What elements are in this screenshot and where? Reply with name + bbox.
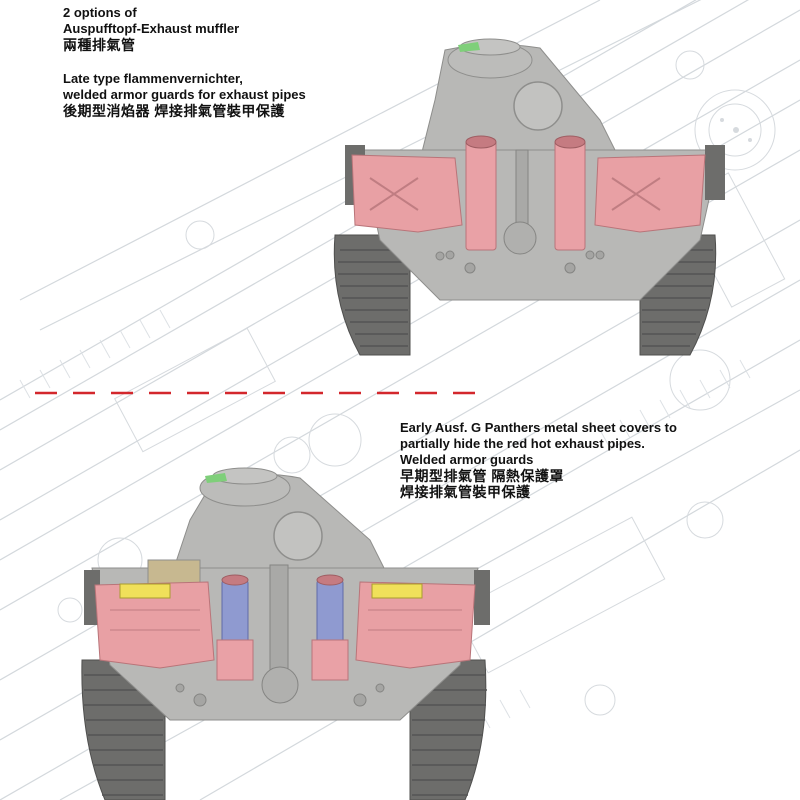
caption-line: 2 options of — [63, 5, 137, 20]
right-armor-guard — [594, 154, 706, 233]
caption-line: 早期型排氣管 隔熱保護罩 — [400, 468, 564, 484]
caption-late-type: Late type flammenvernichter, welded armo… — [63, 71, 306, 119]
caption-line: welded armor guards for exhaust pipes — [63, 87, 306, 102]
caption-line: Welded armor guards — [400, 452, 534, 467]
caption-exhaust-options: 2 options of Auspufftopf-Exhaust muffler… — [63, 5, 239, 53]
caption-early-type: Early Ausf. G Panthers metal sheet cover… — [400, 420, 677, 500]
left-yellow-lid — [119, 583, 171, 599]
hatch-green — [458, 42, 480, 52]
caption-line: Early Ausf. G Panthers metal sheet cover… — [400, 420, 677, 435]
caption-line: 後期型消焰器 焊接排氣管裝甲保護 — [63, 103, 285, 119]
caption-line: 兩種排氣管 — [63, 37, 136, 53]
left-track — [333, 234, 411, 356]
caption-line: Late type flammenvernichter, — [63, 71, 243, 86]
starter-crank — [503, 221, 537, 255]
caption-line: Auspufftopf-Exhaust muffler — [63, 21, 240, 36]
right-exhaust-cover — [311, 639, 349, 681]
left-armor-guard-bottom — [94, 581, 215, 669]
caption-line: partially hide the red hot exhaust pipes… — [400, 436, 645, 451]
left-armor-guard — [351, 154, 463, 233]
right-yellow-lid — [371, 583, 423, 599]
left-exhaust-cover — [216, 639, 254, 681]
caption-line: 焊接排氣管裝甲保護 — [400, 484, 531, 500]
starter-crank-bottom — [261, 666, 299, 704]
rear-hatch-bottom — [273, 511, 323, 561]
rear-hatch — [513, 81, 563, 131]
right-armor-guard-bottom — [355, 581, 476, 669]
